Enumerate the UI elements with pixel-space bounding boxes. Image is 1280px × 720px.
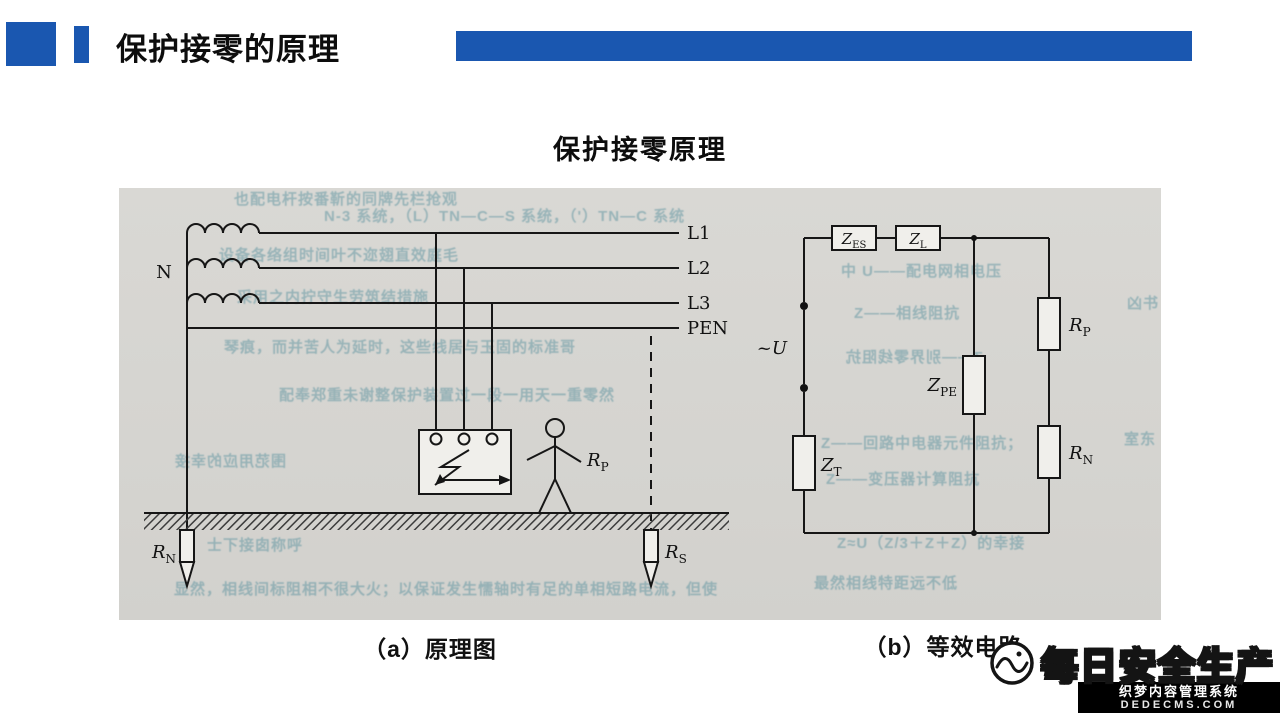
header-accent-bar (74, 26, 89, 63)
fault-bolt-icon (434, 449, 470, 486)
device-box (418, 429, 512, 495)
label-N: N (156, 262, 172, 283)
impedance-box-ZL (895, 225, 941, 251)
label-RN-a: RN (151, 542, 176, 566)
label-ZT: ZT (820, 455, 842, 479)
label-RP-b: RP (1068, 315, 1091, 339)
fault-bolt-tip-icon (435, 474, 445, 485)
transformer-coils (186, 223, 260, 304)
junction-dot (971, 235, 977, 241)
label-L1: L1 (687, 223, 710, 244)
caption-a: （a）原理图 (363, 636, 497, 662)
earth-electrode-right (642, 529, 660, 590)
principle-diagram: N L1 L2 L3 PEN (144, 223, 729, 590)
diagram-title: 保护接零原理 (553, 135, 727, 165)
label-RN-b: RN (1068, 443, 1093, 467)
label-ZPE: ZPE (927, 375, 957, 399)
label-L3: L3 (687, 293, 710, 314)
label-RP-a: RP (586, 450, 609, 474)
fault-arrow-tip-icon (499, 475, 511, 485)
terminal-icon (429, 432, 443, 446)
source-terminal-dot (800, 302, 808, 310)
label-ZES: ZES (841, 230, 867, 251)
label-ZL: ZL (908, 230, 926, 251)
scan-image: 也配电杆按番靳的同牌先栏抢观 N-3 系统，（L）TN—C—S 系统，（'）TN… (119, 188, 1161, 620)
label-PEN: PEN (687, 318, 728, 339)
brand-watermark: 每日安全生产 (988, 636, 1275, 690)
brand-logo-icon (990, 641, 1034, 685)
cms-name: 织梦内容管理系统 (1118, 683, 1239, 699)
page-title: 保护接零的原理 (116, 32, 340, 67)
resistor-box-RN (1037, 425, 1061, 479)
source-terminal-dot (800, 384, 808, 392)
header-title-bar (456, 31, 1192, 61)
header-accent-square (6, 22, 56, 66)
cms-domain: DEDECMS.COM (1120, 698, 1238, 711)
equivalent-circuit: ZES ZL ~U ZT ZPE (757, 225, 1093, 536)
brand-name: 每日安全生产 (1040, 645, 1275, 688)
impedance-box-ZT (792, 435, 816, 491)
impedance-box-ZPE (962, 355, 986, 415)
schematic-svg: N L1 L2 L3 PEN (144, 223, 1093, 590)
label-RS-a: RS (664, 542, 687, 566)
terminal-icon (457, 432, 471, 446)
terminal-icon (485, 432, 499, 446)
label-U: ~U (757, 338, 788, 359)
earth-electrode-left (178, 529, 196, 590)
ground-hatch (144, 513, 729, 530)
cms-footer-bar: 织梦内容管理系统 DEDECMS.COM (1078, 682, 1280, 713)
resistor-box-RP (1037, 297, 1061, 351)
person-figure (526, 418, 582, 514)
label-L2: L2 (687, 258, 710, 279)
